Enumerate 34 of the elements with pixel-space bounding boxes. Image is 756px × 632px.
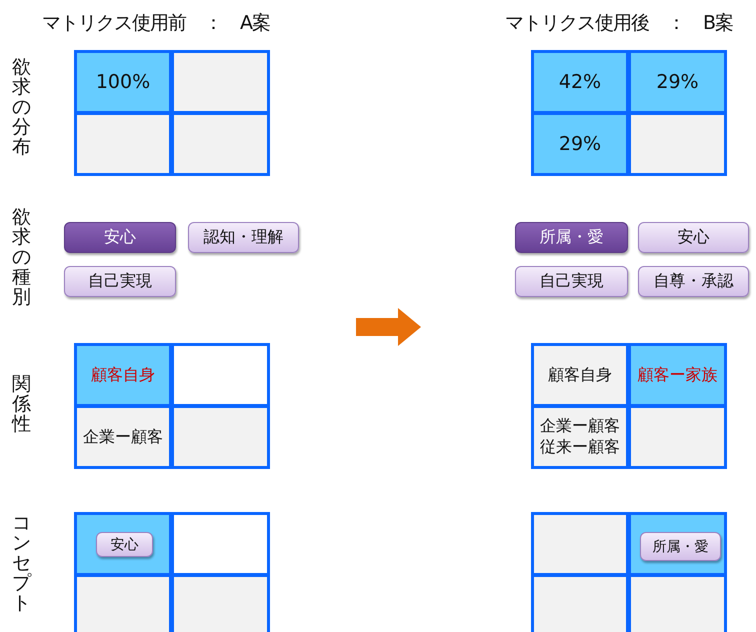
tag-chip: 自己実現: [64, 266, 176, 297]
matrix-cell: [628, 50, 727, 114]
cell-text: 100%: [96, 71, 150, 93]
tag-chip: 安心: [64, 222, 176, 253]
section-heading: マトリクス使用後 ： B案: [505, 11, 734, 36]
tag-chip: 自己実現: [515, 266, 628, 297]
cell-text: 企業ー顧客: [83, 426, 163, 448]
tag-chip: 認知・理解: [188, 222, 299, 253]
matrix-cell: [74, 343, 172, 407]
cell-text: 42%: [558, 71, 602, 93]
matrix-cell: [531, 112, 629, 176]
row-label: コンセプト: [12, 514, 31, 614]
matrix-cell: [531, 343, 629, 407]
cell-text: 29%: [558, 133, 602, 155]
tag-chip: 所属・愛: [640, 532, 721, 561]
tag-chip: 自尊・承認: [638, 266, 749, 297]
cell-text: 顧客自身: [548, 364, 612, 386]
matrix-cell: [531, 50, 629, 114]
row-label: 欲求の分布: [12, 58, 31, 158]
tag-chip: 安心: [638, 222, 749, 253]
cell-text: 顧客ー家族: [638, 364, 718, 386]
cell-text: 従来ー顧客: [540, 437, 620, 458]
row-label: 関係性: [12, 375, 31, 435]
matrix-cell: [74, 405, 172, 469]
cell-text: 顧客自身: [91, 364, 155, 386]
matrix-cell: [74, 50, 172, 114]
matrix-cell: [628, 343, 727, 407]
section-heading: マトリクス使用前 ： A案: [42, 11, 270, 36]
matrix-cell: [531, 405, 629, 469]
cell-text: 企業ー顧客: [540, 416, 620, 437]
cell-text: 29%: [656, 71, 699, 93]
row-label: 欲求の種別: [12, 208, 31, 308]
tag-chip: 安心: [96, 532, 153, 557]
tag-chip: 所属・愛: [515, 222, 628, 253]
